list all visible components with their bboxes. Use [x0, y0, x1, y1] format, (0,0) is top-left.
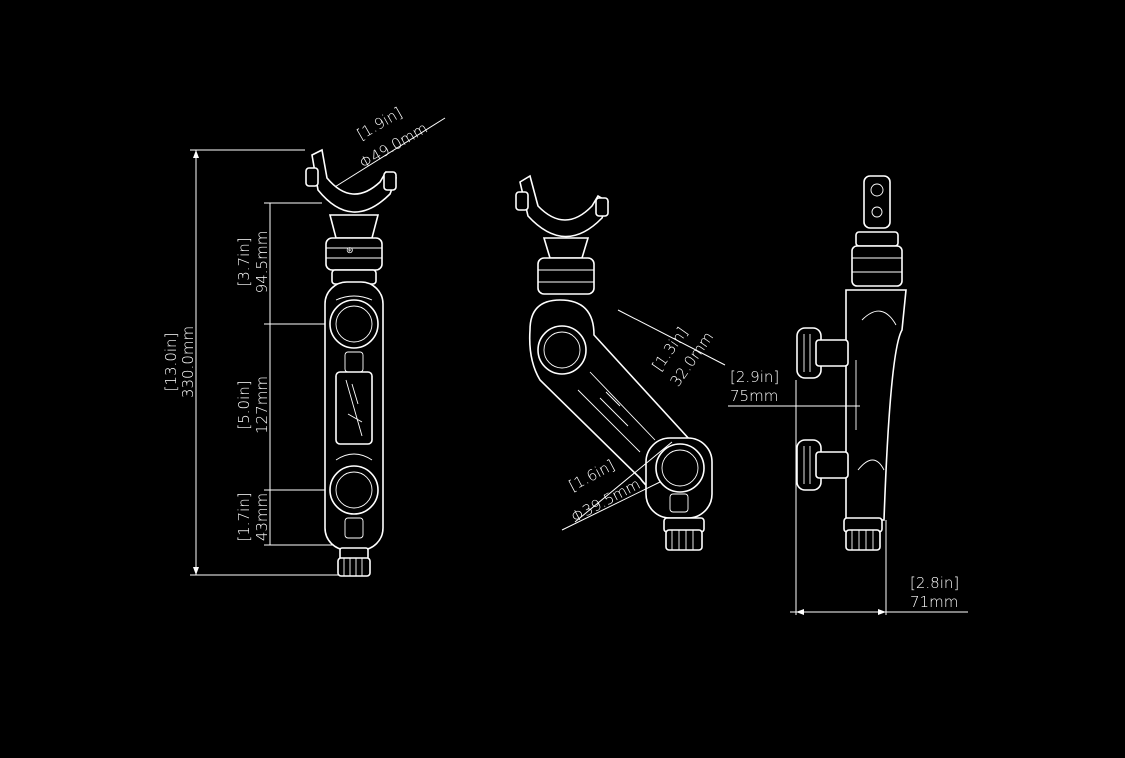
depth-in: [2.8in] — [910, 574, 959, 592]
middle-length-in: [5.0in] — [235, 380, 253, 429]
overall-height-mm: 330.0mm — [179, 326, 197, 398]
svg-text:⊛: ⊛ — [346, 246, 354, 256]
lower-length-in: [1.7in] — [235, 492, 253, 541]
side-view: [2.9in] 75mm [2.8in] 71mm — [728, 175, 968, 615]
upper-length-in: [3.7in] — [235, 237, 253, 286]
overall-height-in: [13.0in] — [162, 333, 180, 392]
front-cradle — [305, 148, 397, 213]
front-view: ⊛ [13.0in] 330.0mm [3.7in] 94.5mm [5.0in… — [162, 104, 446, 577]
middle-length-mm: 127mm — [253, 376, 271, 434]
depth-mm: 71mm — [910, 593, 958, 611]
knob-spacing-mm: 75mm — [730, 387, 778, 405]
upper-length-mm: 94.5mm — [253, 231, 271, 294]
angled-view: [1.3in] 32.0mm [1.6in] Φ39.5mm — [515, 174, 726, 551]
lower-length-mm: 43mm — [253, 493, 271, 541]
knob-spacing-in: [2.9in] — [730, 368, 779, 386]
